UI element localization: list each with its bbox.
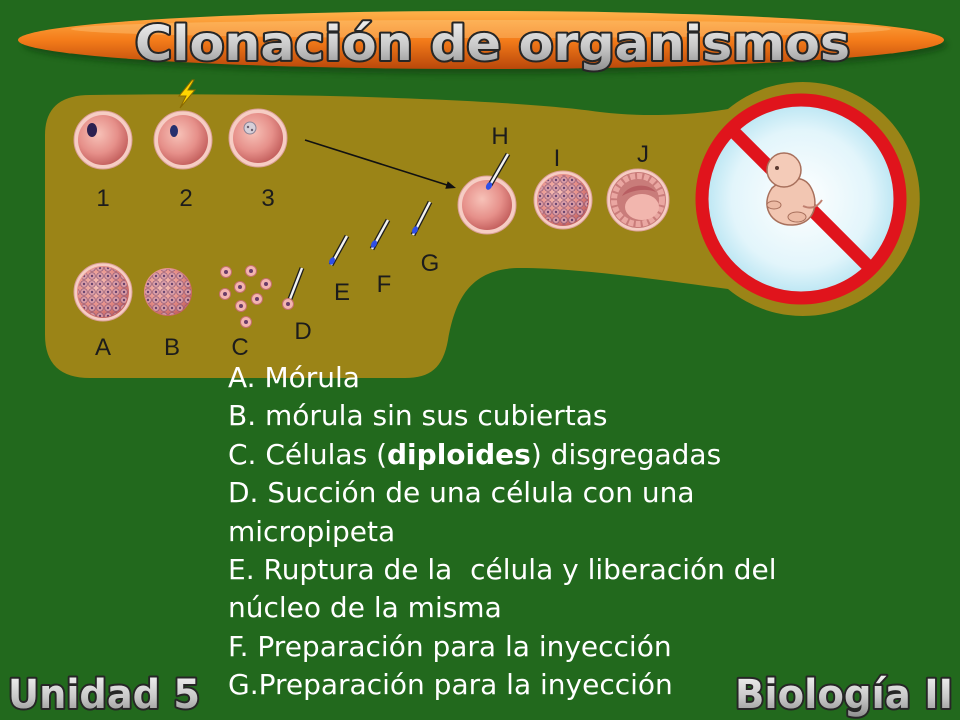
label-f: F [377, 271, 392, 298]
aspirated-cell-nucleus [286, 302, 290, 306]
label-b: B [164, 334, 180, 361]
oocyte-cell-1 [73, 110, 133, 170]
legend-item-c-bold: diploides [387, 437, 531, 471]
disaggregated-cell [235, 300, 247, 312]
fetus-eye [775, 166, 779, 170]
cell-nucleus [170, 125, 178, 137]
morula-cell-B [144, 268, 192, 316]
disaggregated-cell [234, 281, 246, 293]
micropipette-H [485, 152, 511, 190]
nucleus-in-pipette [412, 226, 418, 234]
lightning-bolt-icon [177, 79, 197, 109]
legend-item-b: B. mórula sin sus cubiertas [228, 399, 608, 433]
legend-item-c-suffix: ) disgregadas [530, 437, 722, 471]
label-g: G [421, 250, 440, 277]
morula-blastomeres [145, 269, 191, 315]
micropipette-E [328, 234, 350, 267]
title-banner-highlight [71, 20, 891, 38]
fetus-head [766, 152, 802, 188]
title-banner-body [18, 11, 944, 69]
label-j: J [637, 141, 649, 168]
blastocyst-J [606, 168, 670, 232]
nucleus-in-pipette [371, 240, 377, 248]
oocyte-cell-3 [228, 108, 288, 168]
cell-body [158, 115, 208, 165]
legend-item-f: F. Preparación para la inyección [228, 629, 672, 663]
arrow-head [445, 181, 456, 189]
label-a: A [95, 334, 111, 361]
label-step-3: 3 [261, 185, 274, 212]
legend-item-d: D. Succión de una célula con una [228, 476, 695, 510]
legend-item-c-prefix: C. Células ( [228, 437, 388, 471]
label-i: I [554, 145, 561, 172]
oocyte-cell-2 [153, 110, 213, 170]
arrow-shaft [304, 139, 448, 186]
legend-item-c: C. Células (diploides) disgregadas [228, 436, 928, 474]
label-step-1: 1 [96, 185, 109, 212]
disaggregated-cell [260, 278, 272, 290]
inner-cell-mass [622, 185, 656, 196]
label-step-2: 2 [179, 185, 192, 212]
title-banner: Clonación de organismos [18, 11, 947, 74]
arrow-icon [304, 139, 456, 189]
course-label: Biología II [735, 672, 953, 718]
label-h: H [491, 123, 508, 150]
disaggregated-cell [220, 266, 232, 278]
slide-title: Clonación de organismos [135, 16, 850, 72]
cell-nucleus [87, 123, 97, 137]
cell-body [233, 113, 283, 163]
cell-body [78, 115, 128, 165]
umbilical-cord [802, 199, 823, 209]
morula-blastomeres [538, 175, 588, 225]
fetus-leg [787, 211, 807, 223]
disaggregated-cell [219, 288, 231, 300]
micropipette-G [410, 200, 433, 237]
disaggregated-cell [240, 316, 252, 328]
nucleus-speck [250, 128, 254, 132]
morula-cell-I [533, 170, 593, 230]
blastocoel-cavity [625, 194, 659, 220]
disaggregated-cells-C [219, 265, 272, 328]
fetus-illustration [766, 152, 823, 226]
micropipette-D [282, 267, 305, 310]
cell-nucleus [243, 121, 257, 135]
injected-cell-H [457, 175, 517, 235]
morula-blastomeres [78, 267, 128, 317]
cell-body [462, 180, 512, 230]
disaggregated-cell [251, 293, 263, 305]
legend-item-e: E. Ruptura de la célula y liberación del [228, 552, 777, 586]
legend-list: A. Mórula B. mórula sin sus cubiertas C.… [228, 359, 928, 705]
nucleus-speck [246, 125, 250, 129]
prohibition-sign-icon [695, 93, 907, 305]
disaggregated-cell [245, 265, 257, 277]
unit-label: Unidad 5 [8, 672, 200, 718]
label-c: C [231, 334, 248, 361]
legend-item-e-continued: núcleo de la misma [228, 591, 502, 625]
legend-item-a: A. Mórula [228, 361, 360, 394]
label-d: D [294, 318, 311, 345]
fetus-arm [766, 200, 782, 210]
trophoblast-ring [611, 173, 665, 227]
micropipette-F [369, 218, 391, 251]
label-e: E [334, 279, 350, 306]
injected-nucleus [485, 182, 493, 190]
legend-item-d-continued: micropipeta [228, 514, 396, 548]
nucleus-in-pipette [329, 257, 335, 265]
sign-ring [695, 93, 907, 305]
morula-cell-A [73, 262, 133, 322]
legend-item-g: G.Preparación para la inyección [228, 668, 673, 702]
